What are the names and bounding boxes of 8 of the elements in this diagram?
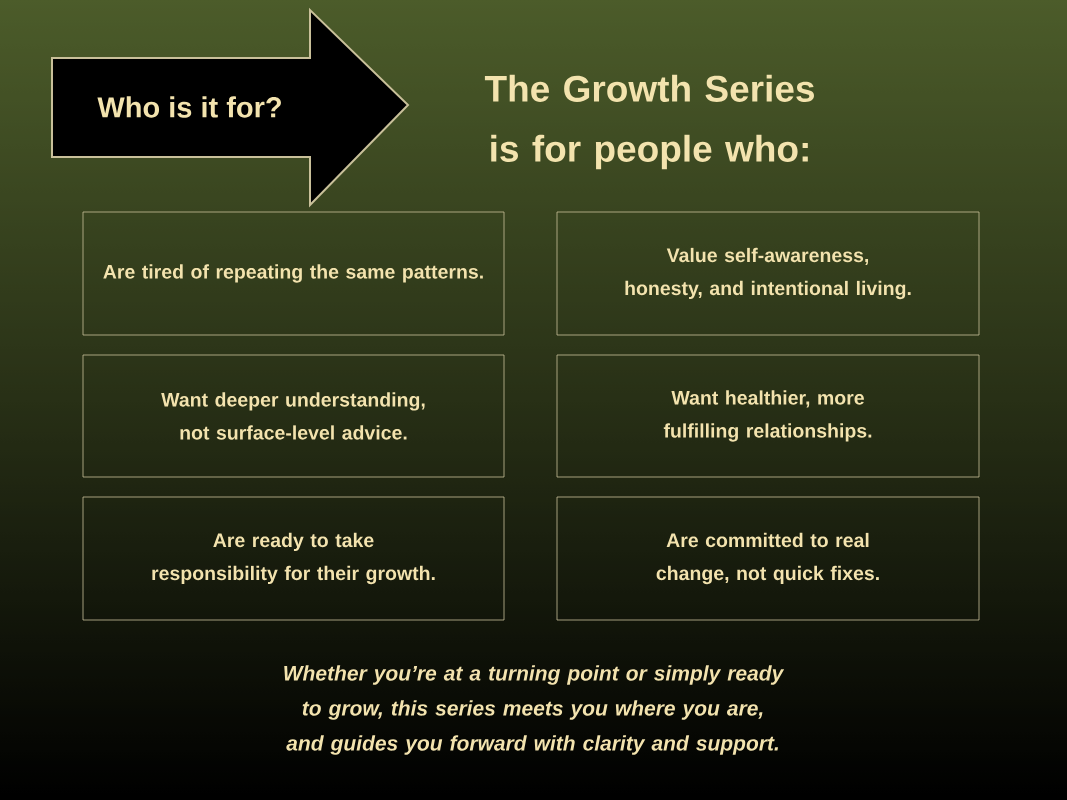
caption: Whether you’re at a turning point or simply ready to grow, this series meets you where you are, and guides you forward with clarity and support. [284,665,785,755]
text-box: Want healthier, more fulfilling relationships. [556,354,980,478]
text-box: Are committed to real change, not quick fixes. [556,496,980,621]
text-box: Want deeper understanding, not surface-level advice. [82,354,505,478]
text-box: Are tired of repeating the same patterns. [82,211,505,336]
text-box: Value self-awareness, honesty, and intentional living. [556,211,980,336]
text-box: Are ready to take responsibility for their growth. [82,496,505,621]
title: The Growth Series is for people who: [484,74,814,170]
